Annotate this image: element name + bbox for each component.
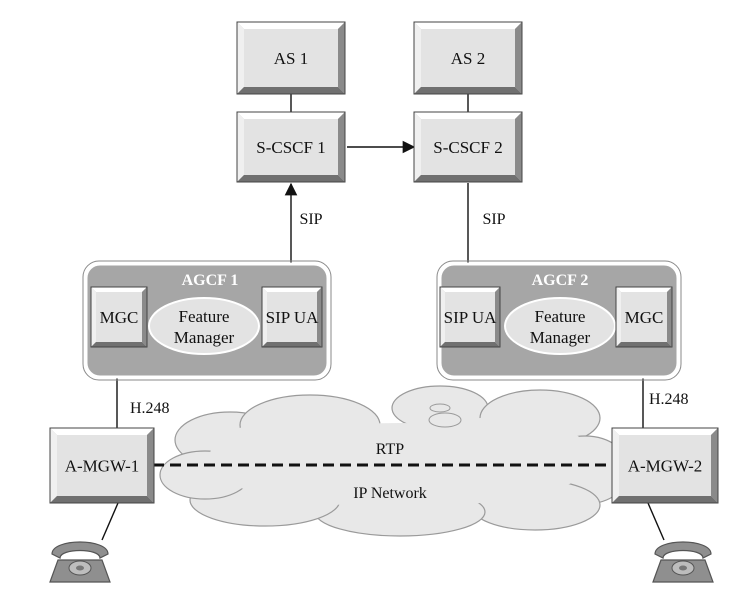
h248-label-right: H.248 (649, 391, 689, 408)
sip-label-right: SIP (482, 211, 505, 228)
h248-label-left: H.248 (130, 400, 170, 417)
sip-ua-1-box: SIP UA (261, 286, 323, 348)
as-1-box-label: AS 1 (274, 49, 308, 68)
link-amgw2-phone2 (647, 502, 665, 541)
mgc-1-box-label: MGC (100, 308, 139, 327)
sip-ua-1-box-label: SIP UA (266, 308, 319, 327)
mgc-2-box-label: MGC (625, 308, 664, 327)
sip-ua-2-box: SIP UA (439, 286, 501, 348)
feature-manager-1-line1: Feature (179, 307, 230, 326)
rtp-label: RTP (376, 441, 404, 458)
ip-network-cloud: IP Network (159, 385, 631, 537)
agcf-2-title: AGCF 2 (532, 272, 589, 289)
a-mgw-1-box-label: A-MGW-1 (65, 457, 140, 476)
telephone-2-icon (652, 541, 714, 583)
s-cscf-1-box-label: S-CSCF 1 (256, 138, 325, 157)
s-cscf-2-box: S-CSCF 2 (413, 111, 523, 183)
a-mgw-2-box: A-MGW-2 (611, 427, 719, 504)
as-2-box: AS 2 (413, 21, 523, 95)
feature-manager-2-line1: Feature (535, 307, 586, 326)
sip-ua-2-box-label: SIP UA (444, 308, 497, 327)
s-cscf-2-box-label: S-CSCF 2 (433, 138, 502, 157)
feature-manager-1-line2: Manager (174, 328, 235, 347)
a-mgw-1-box: A-MGW-1 (49, 427, 155, 504)
feature-manager-1: Feature Manager (148, 297, 260, 355)
mgc-2-box: MGC (615, 286, 673, 348)
telephone-1-icon (49, 541, 111, 583)
ip-network-label: IP Network (353, 485, 427, 502)
agcf-1-title: AGCF 1 (182, 272, 239, 289)
feature-manager-2: Feature Manager (504, 297, 616, 355)
mgc-1-box: MGC (90, 286, 148, 348)
link-amgw1-phone1 (101, 502, 119, 541)
a-mgw-2-box-label: A-MGW-2 (628, 457, 703, 476)
as-2-box-label: AS 2 (451, 49, 485, 68)
sip-label-left: SIP (299, 211, 322, 228)
feature-manager-2-line2: Manager (530, 328, 591, 347)
s-cscf-1-box: S-CSCF 1 (236, 111, 346, 183)
node-boxes: AS 1 AS 2 S-CSCF 1 S-CSCF 2 MGC SIP UA SIP UA M… (49, 21, 719, 504)
as-1-box: AS 1 (236, 21, 346, 95)
